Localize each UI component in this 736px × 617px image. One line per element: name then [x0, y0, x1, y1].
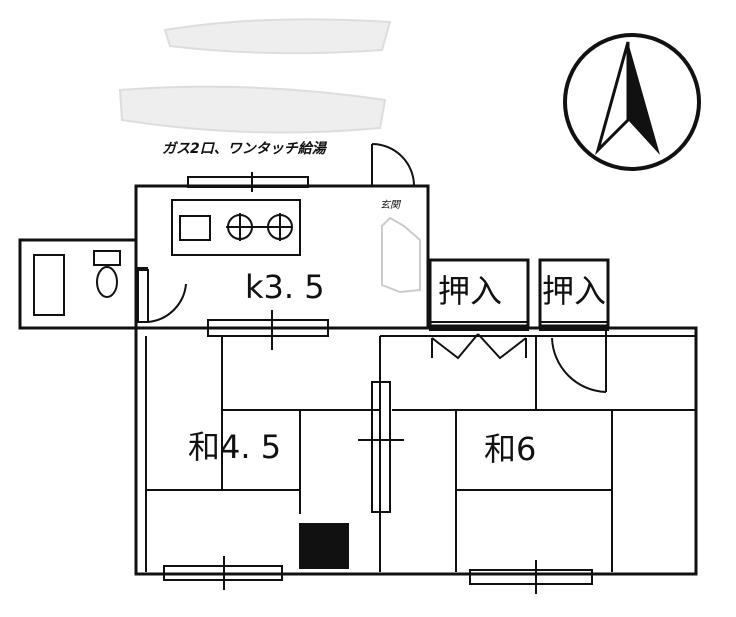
exterior-walls	[18, 184, 698, 576]
gas-note: ガス2口、ワンタッチ給湯	[162, 140, 328, 157]
redacted-header	[118, 18, 392, 134]
room-6-label: 和6	[484, 430, 536, 468]
closet-left-label: 押入	[438, 272, 502, 310]
kitchen-fixtures	[171, 172, 309, 256]
closet-right-label: 押入	[542, 272, 606, 310]
kitchen-label: k3. 5	[245, 268, 325, 306]
fusuma-partition	[358, 381, 404, 513]
closet-left	[428, 258, 530, 360]
closet-right	[538, 258, 610, 393]
entrance-label: 玄関	[380, 199, 402, 211]
toilet-room	[33, 250, 187, 323]
entrance	[371, 143, 421, 294]
room-6-tatami	[380, 335, 696, 572]
kitchen-sliding-door	[207, 310, 329, 350]
north-arrow-icon	[563, 33, 701, 171]
room-45-label: 和4. 5	[188, 428, 281, 466]
bottom-windows	[163, 556, 593, 594]
room-45-tatami	[145, 336, 381, 572]
